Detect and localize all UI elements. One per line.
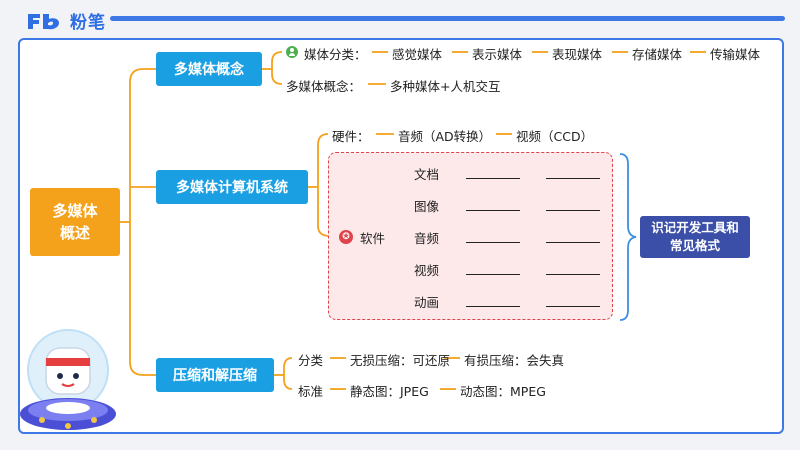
branch-compression: 压缩和解压缩 [156,358,274,392]
media-type-2: 表现媒体 [552,47,603,62]
tip-box: 识记开发工具和 常见格式 [640,216,750,258]
tip-line2: 常见格式 [669,238,720,253]
root-title-line2: 概述 [59,224,90,242]
blank-tool-0 [466,166,520,179]
standard-item-0: 静态图：JPEG [350,384,429,399]
blank-tool-1 [466,198,520,211]
fb-logo-icon [28,13,59,29]
hardware-item-1: 视频（CCD） [516,129,594,144]
brand-name: 粉笔 [70,13,106,33]
software-label: 软件 [360,231,386,246]
bracket [619,153,637,321]
software-item-1: 图像 [414,199,440,214]
media-type-3: 存储媒体 [632,47,683,62]
blank-tool-3 [466,262,520,275]
branch-multimedia-concept: 多媒体概念 [156,52,262,86]
blank-tool-4 [466,294,520,307]
root-node: 多媒体 概述 [30,188,120,256]
concept-value: 多种媒体+人机交互 [390,79,501,94]
software-item-3: 视频 [414,263,440,278]
brand-logo: 粉笔 [26,8,106,33]
blank-format-0 [546,166,600,179]
software-item-0: 文档 [414,167,440,182]
class-label: 分类 [298,353,324,368]
blank-format-3 [546,262,600,275]
star-badge-icon: ✪ [339,230,353,244]
blank-format-4 [546,294,600,307]
software-panel [328,152,613,320]
media-types-label: 媒体分类： [304,47,367,62]
concept-label: 多媒体概念： [286,79,362,94]
hardware-item-0: 音频（AD转换） [398,129,492,144]
blank-format-1 [546,198,600,211]
user-icon [286,46,298,58]
media-type-1: 表示媒体 [472,47,523,62]
class-item-0: 无损压缩：可还原 [350,353,451,368]
standard-label: 标准 [298,384,324,399]
software-item-2: 音频 [414,231,440,246]
mascot-astronaut-icon [20,329,116,430]
media-type-4: 传输媒体 [710,47,761,62]
class-item-1: 有损压缩：会失真 [464,353,565,368]
media-type-0: 感觉媒体 [392,47,443,62]
header-rule [110,16,785,21]
branch-computer-system: 多媒体计算机系统 [156,170,308,204]
standard-item-1: 动态图：MPEG [460,384,546,399]
hardware-label: 硬件： [332,129,370,144]
root-title-line1: 多媒体 [52,202,98,220]
software-item-4: 动画 [414,295,440,310]
blank-tool-2 [466,230,520,243]
blank-format-2 [546,230,600,243]
tip-line1: 识记开发工具和 [651,220,739,235]
